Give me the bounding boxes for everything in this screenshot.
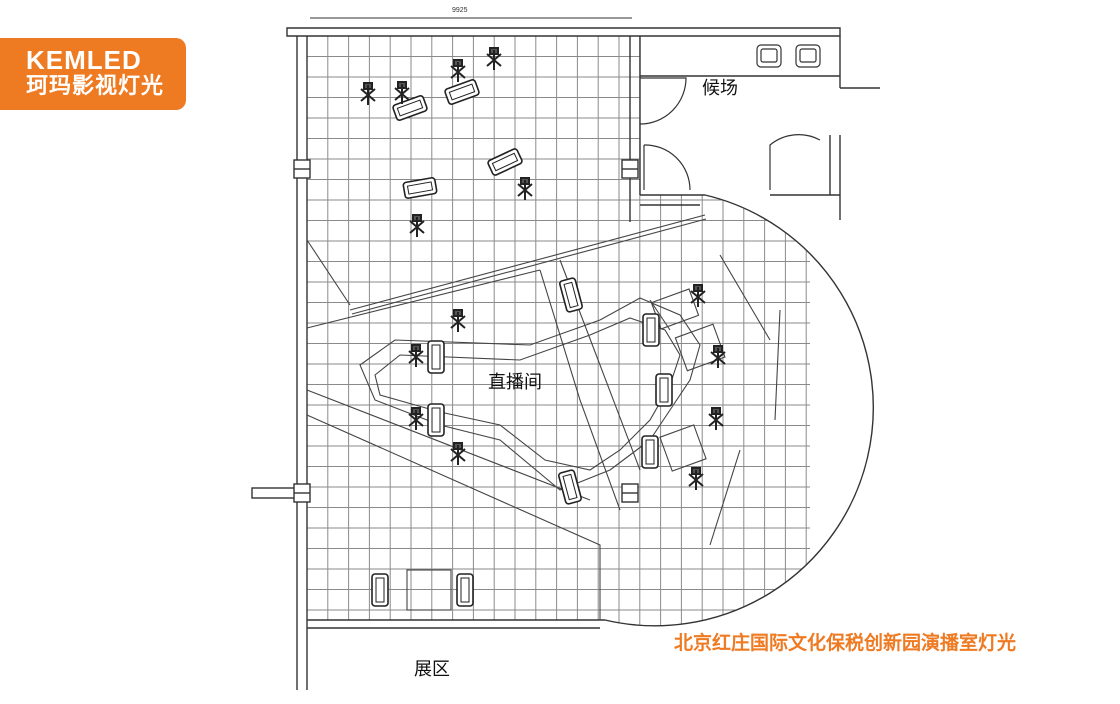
dimension-label: 9925 xyxy=(452,7,468,14)
stage-partitions xyxy=(306,214,781,620)
light-fixtures xyxy=(371,79,673,607)
room-label-studio: 直播间 xyxy=(488,372,542,393)
plan-caption: 北京红庄国际文化保税创新园演播室灯光 xyxy=(674,632,1017,654)
soft-light-fixture xyxy=(642,313,660,347)
light-stand xyxy=(409,214,425,237)
light-stand xyxy=(360,82,376,105)
light-stand xyxy=(486,47,502,70)
light-stand xyxy=(710,345,726,368)
light-stand xyxy=(408,407,424,430)
soft-light-fixture xyxy=(371,573,389,607)
light-stand xyxy=(408,344,424,367)
logo-brand-cn: 珂玛影视灯光 xyxy=(26,74,165,99)
light-stand xyxy=(517,177,533,200)
doors xyxy=(639,77,821,191)
soft-light-fixture xyxy=(427,340,445,374)
columns xyxy=(293,159,639,503)
soft-light-fixture xyxy=(456,573,474,607)
soft-light-fixture xyxy=(427,403,445,437)
room-label-exhibition: 展区 xyxy=(414,659,450,680)
room-label-waiting: 候场 xyxy=(702,78,738,99)
light-stand xyxy=(450,309,466,332)
light-stand xyxy=(708,407,724,430)
soft-light-fixture xyxy=(487,148,523,176)
chairs xyxy=(756,44,821,68)
light-stand xyxy=(690,284,706,307)
floor-grid xyxy=(307,36,810,625)
light-stand xyxy=(450,442,466,465)
light-stand xyxy=(688,467,704,490)
soft-light-fixture xyxy=(444,79,480,105)
light-stand xyxy=(394,81,410,104)
soft-light-fixture xyxy=(559,277,583,313)
light-stands xyxy=(360,47,726,490)
walls xyxy=(251,17,880,690)
light-stand xyxy=(450,59,466,82)
soft-light-fixture xyxy=(392,95,428,121)
soft-light-fixture xyxy=(402,177,438,199)
soft-light-fixture xyxy=(558,469,582,505)
soft-light-fixture xyxy=(655,373,673,407)
brand-logo: KEMLED 珂玛影视灯光 xyxy=(0,38,186,110)
logo-brand-en: KEMLED xyxy=(26,45,142,75)
soft-light-fixture xyxy=(641,435,659,469)
